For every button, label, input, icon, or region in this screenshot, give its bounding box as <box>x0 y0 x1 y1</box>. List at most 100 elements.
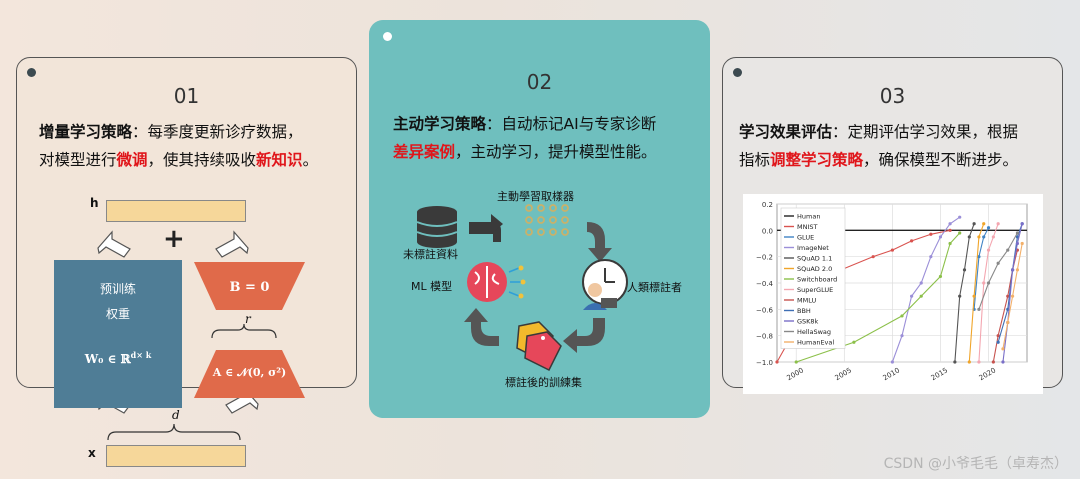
data-point <box>972 222 976 226</box>
data-point <box>900 314 904 318</box>
legend-label: MNIST <box>797 223 818 231</box>
ml-model-label: ML 模型 <box>411 280 453 293</box>
matrix-a-shape <box>194 350 305 398</box>
data-point <box>977 360 981 364</box>
human-annotator-icon <box>582 259 628 310</box>
data-point <box>919 294 923 298</box>
legend-label: HumanEval <box>797 339 834 347</box>
data-point <box>986 248 991 252</box>
data-point <box>929 232 933 236</box>
desc-text: 。 <box>302 151 319 169</box>
legend-label: SuperGLUE <box>797 286 833 294</box>
desc-text: 对模型进行 <box>39 151 117 169</box>
matrix-b-shape <box>194 262 305 310</box>
cycle-arrow-icon <box>464 222 612 353</box>
data-point <box>967 360 971 364</box>
x-tick-label: 2005 <box>834 366 853 382</box>
x-input-box <box>106 445 246 467</box>
active-sampler-label: 主動學習取樣器 <box>497 190 574 203</box>
x-tick-label: 2020 <box>978 366 997 382</box>
data-point <box>958 215 962 219</box>
data-point <box>996 334 1000 338</box>
matrix-b-label: B = 0 <box>229 280 270 295</box>
card-title: 增量学习策略 <box>39 123 133 141</box>
legend-label: GLUE <box>797 234 814 242</box>
h-output-box <box>106 200 246 222</box>
y-tick-label: −0.4 <box>756 280 774 288</box>
human-annotator-label: 人類標註者 <box>627 281 682 294</box>
y-tick-label: 0.0 <box>762 227 773 235</box>
legend-label: Human <box>797 213 820 221</box>
x-label: x <box>88 446 96 460</box>
r-label: r <box>245 312 251 326</box>
data-point <box>929 255 933 259</box>
data-point <box>948 228 952 232</box>
lora-diagram: h + 预训练 权重 W₀ ∈ ℝd× k B = 0 A ∈ 𝒩(0, σ²)… <box>0 0 360 479</box>
data-point <box>1015 241 1019 246</box>
data-point <box>991 360 995 364</box>
weights-formula-sup: d× k <box>130 350 152 360</box>
card-number: 02 <box>526 70 553 94</box>
d-label: d <box>172 408 180 422</box>
weights-formula-main: W₀ ∈ ℝ <box>84 352 131 366</box>
plus-icon: + <box>163 224 185 254</box>
sampler-grid-icon <box>525 204 569 236</box>
arrow-icon <box>215 230 249 258</box>
active-learning-cycle: 未標註資料 主動學習取樣器 人類標註者 ML 模型 標註後的訓練集 <box>369 0 710 479</box>
highlight-new-knowledge: 新知识 <box>256 151 303 169</box>
desc-text: ：每季度更新诊疗数据， <box>132 123 303 141</box>
legend-label: ImageNet <box>797 244 829 252</box>
desc-text: ：定期评估学习效果，根据 <box>832 123 1019 141</box>
data-point <box>982 222 986 226</box>
data-point <box>986 281 991 285</box>
data-point <box>794 360 798 364</box>
arrow-icon <box>97 230 131 258</box>
data-point <box>938 235 943 239</box>
data-point <box>967 235 971 239</box>
card-description: 学习效果评估：定期评估学习效果，根据 指标调整学习策略，确保模型不断进步。 <box>739 118 1057 174</box>
data-point <box>991 235 995 239</box>
y-tick-label: −0.8 <box>756 333 773 341</box>
data-point <box>910 294 914 298</box>
watermark: CSDN @小爷毛毛（卓寿杰） <box>883 456 1068 472</box>
card-title: 主动学习策略 <box>393 115 487 133</box>
y-tick-label: −0.6 <box>756 306 774 314</box>
data-point <box>871 255 875 259</box>
matrix-a-label: A ∈ 𝒩(0, σ²) <box>212 366 287 379</box>
data-point <box>1010 268 1015 272</box>
card-description: 增量学习策略：每季度更新诊疗数据， 对模型进行微调，使其持续吸收新知识。 <box>39 118 349 174</box>
x-tick-label: 2000 <box>786 366 805 382</box>
weights-formula: W₀ ∈ ℝd× k <box>54 350 182 366</box>
legend-label: BBH <box>797 307 811 315</box>
y-tick-label: −1.0 <box>756 359 773 367</box>
x-tick-label: 2010 <box>882 366 901 382</box>
data-point <box>1010 294 1015 298</box>
data-point <box>982 235 986 239</box>
data-point <box>1006 320 1010 325</box>
series-line <box>968 223 985 363</box>
legend-label: MMLU <box>797 297 817 305</box>
legend-label: Switchboard <box>797 276 837 284</box>
card-evaluation: 03 学习效果评估：定期评估学习效果，根据 指标调整学习策略，确保模型不断进步。… <box>722 57 1063 394</box>
data-point <box>996 222 1000 226</box>
merge-arrow-icon <box>469 214 503 242</box>
y-tick-label: −0.2 <box>756 254 773 262</box>
legend-label: GSK8k <box>797 318 819 326</box>
data-point <box>1020 222 1024 226</box>
legend-label: HellaSwag <box>797 328 831 336</box>
data-point <box>996 340 1000 344</box>
data-point <box>962 268 967 272</box>
legend-label: SQuAD 2.0 <box>797 265 832 273</box>
data-point <box>919 281 923 285</box>
data-point <box>958 294 962 298</box>
desc-text: ，确保模型不断进步。 <box>863 151 1019 169</box>
data-point <box>953 360 957 364</box>
d-brace <box>107 423 241 441</box>
lora-matrices <box>194 262 305 398</box>
data-point <box>852 340 856 344</box>
highlight-finetune: 微调 <box>116 151 148 169</box>
data-point <box>1001 360 1005 364</box>
labeled-tags-icon <box>516 321 562 372</box>
desc-text: 指标 <box>739 151 771 169</box>
